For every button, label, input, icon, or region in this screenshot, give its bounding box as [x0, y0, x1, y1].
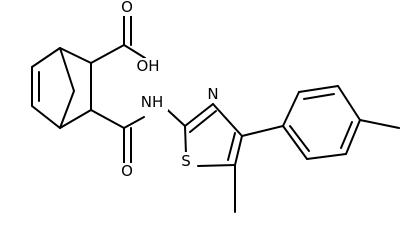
- bond-ring-to-amide-carbon: [90, 109, 125, 129]
- bond-ring-to-acid-carbon: [90, 44, 125, 64]
- bond-acid-to-hydroxyl: [123, 44, 146, 59]
- bond-phenyl-inner-1: [303, 93, 335, 100]
- atom-label-oh: OH: [136, 57, 159, 75]
- bond-thiazole-to-phenyl: [241, 125, 284, 137]
- bond-c4-to-c5-double: [227, 132, 236, 161]
- bond-bridgehead-bottom-to-alkene: [31, 105, 61, 129]
- bond-phenyl-4-5: [345, 119, 361, 155]
- bond-phenyl-3-4: [337, 85, 361, 121]
- molecule-drawing: O OH NH N S O: [31, 0, 400, 213]
- bond-tolyl-methyl: [359, 119, 400, 129]
- bond-ring-carbon-to-bridgehead-bottom: [59, 109, 92, 129]
- atom-label-o-carbonyl-bottom: O: [121, 162, 133, 180]
- atom-label-nh: NH: [141, 93, 164, 111]
- bond-phenyl-inner-3: [289, 125, 310, 152]
- bond-s1-to-c2: [184, 125, 187, 155]
- bond-bridgehead-top-to-ring-carbon: [59, 47, 92, 64]
- bond-phenyl-inner-2: [340, 121, 353, 149]
- tolyl-ring: [241, 85, 400, 160]
- atom-label-o-carbonyl-top: O: [121, 0, 133, 16]
- atom-label-s-thiazole: S: [181, 152, 191, 170]
- bond-phenyl-1-2: [282, 91, 300, 127]
- bond-c2-to-n3-double: [189, 110, 217, 133]
- bicyclic-ring: [31, 47, 92, 129]
- carboxylic-acid-group: [90, 13, 146, 64]
- bond-bridge-top-to-methylene: [59, 47, 75, 92]
- amide-group: [90, 102, 186, 165]
- bond-amide-carbon-to-nh: [123, 116, 145, 129]
- molecule-structure: O OH NH N S O: [31, 0, 400, 213]
- bond-phenyl-5-6: [306, 153, 347, 160]
- bond-phenyl-6-1: [282, 125, 308, 160]
- bond-bridge-methylene-to-bottom: [59, 90, 75, 129]
- bond-c2-to-n3-single: [184, 103, 214, 127]
- bond-n3-to-c4: [212, 103, 243, 137]
- bond-c4-to-c5-single: [234, 135, 243, 166]
- atom-label-n-thiazole: N: [207, 85, 218, 103]
- atom-labels: O OH NH N S O: [120, 0, 221, 180]
- bond-phenyl-2-3: [298, 85, 339, 93]
- bond-c5-to-s1: [197, 164, 236, 167]
- thiazole-ring: [184, 103, 243, 167]
- bond-alkene-to-bridgehead-top: [31, 47, 61, 68]
